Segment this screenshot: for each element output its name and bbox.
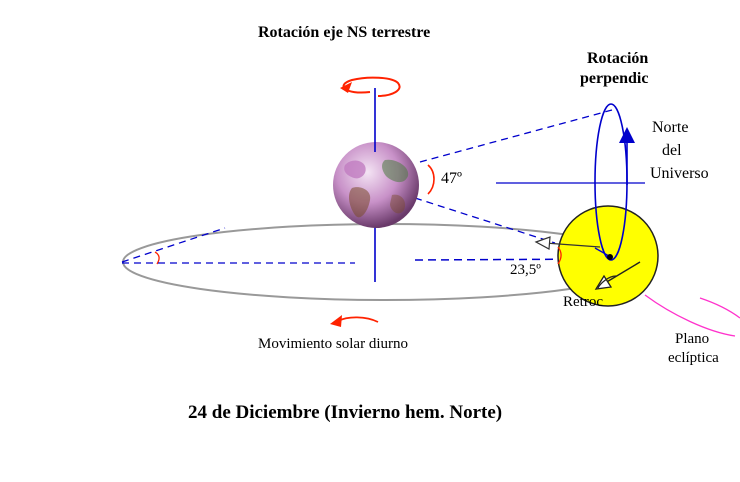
sun-left-arrow-shaft [544,242,601,248]
retroc-arrowhead-inner [597,275,617,289]
retroc-label: Retroc [563,294,603,310]
movimiento-label: Movimiento solar diurno [258,336,408,352]
norte-label-line3: Universo [650,165,709,182]
norte-label-line1: Norte [652,119,688,136]
title-top: Rotación eje NS terrestre [258,24,430,41]
left-cone-line [121,227,226,263]
angle-47-label: 47º [441,170,462,187]
left-angle-arc [154,251,160,265]
rotation-arrow-red [342,76,401,97]
ecliptic-plane-arc [644,294,736,337]
cone-line-bottom [414,197,556,244]
perp-label-line2: perpendic [580,70,648,87]
plano-label-line2: eclíptica [668,350,719,366]
rotation-arrowhead-red [340,82,352,93]
movement-arrowhead-red [330,315,342,327]
angle-23-arc [557,246,562,265]
plano-label-line1: Plano [675,331,709,347]
cone-line-top [419,109,613,163]
norte-label-line2: del [662,142,682,159]
angle-23-label: 23,5º [510,262,541,278]
sun-center-dot [607,254,613,260]
caption: 24 de Diciembre (Invierno hem. Norte) [188,402,502,423]
ecliptic-plane-arc-top [699,297,740,319]
retroc-arrow-shaft [604,261,641,284]
perp-label-line1: Rotación [587,50,648,67]
sun-left-arrowhead [534,236,551,250]
angle-47-arc [427,164,435,195]
earth-globe-icon [333,142,419,228]
movement-arrow-red [337,316,379,323]
sun-axis-line [594,247,610,257]
